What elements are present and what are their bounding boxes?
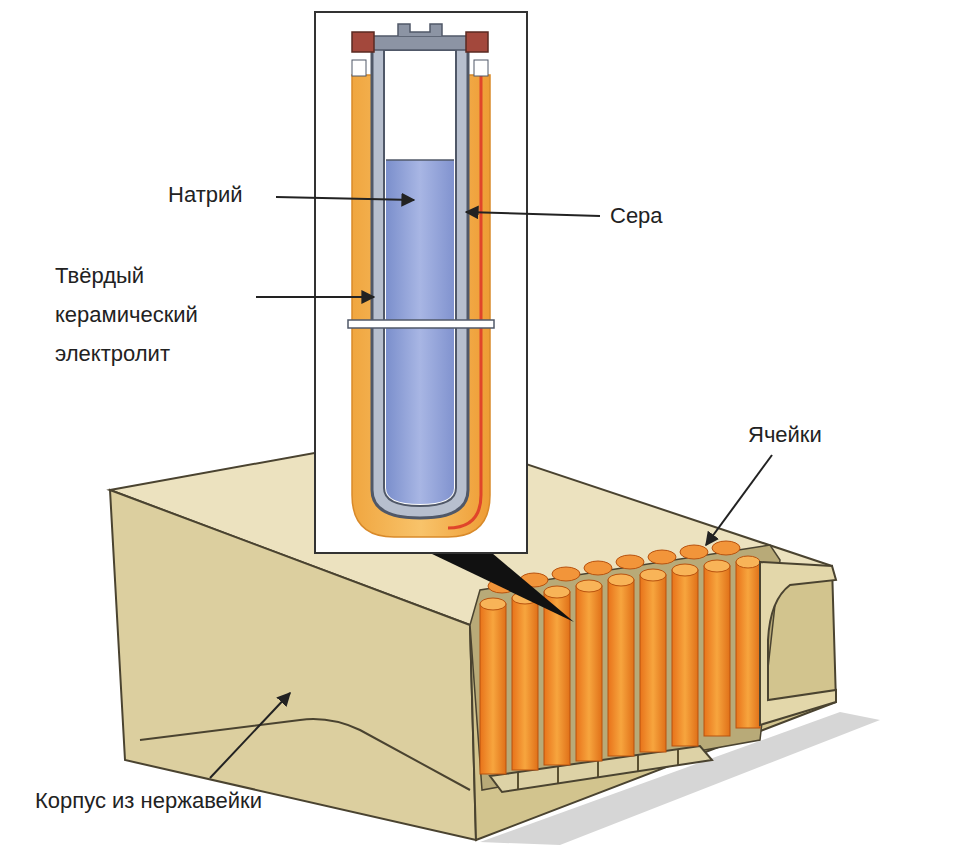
cell-cross-section — [348, 24, 494, 537]
inset-panel — [315, 12, 527, 553]
spacer-right — [474, 60, 488, 76]
cap-left — [352, 32, 374, 52]
leader-line — [256, 296, 374, 298]
tube-inner — [384, 50, 456, 506]
cap-right — [466, 32, 488, 52]
leader-line — [276, 197, 414, 200]
part-label: Сера — [610, 203, 663, 229]
top-cap — [362, 36, 478, 50]
part-label: Натрий — [168, 182, 243, 208]
leader-lines — [210, 197, 772, 778]
part-label: Ячейки — [748, 422, 822, 448]
leader-line — [706, 455, 772, 545]
leader-line — [210, 693, 290, 778]
case-fold — [760, 562, 836, 725]
leader-line — [466, 212, 600, 216]
case-groove — [140, 719, 470, 790]
sodium-fill — [386, 160, 454, 504]
part-label: Корпус из нержавейки — [35, 788, 262, 814]
sodium-level — [386, 159, 454, 161]
part-label: Твёрдый керамический электролит — [55, 256, 255, 373]
terminal — [398, 24, 442, 36]
seal-ring — [348, 320, 494, 328]
inset-pointer — [430, 553, 574, 622]
spacer-left — [352, 60, 366, 76]
ceramic-tube — [372, 44, 468, 518]
